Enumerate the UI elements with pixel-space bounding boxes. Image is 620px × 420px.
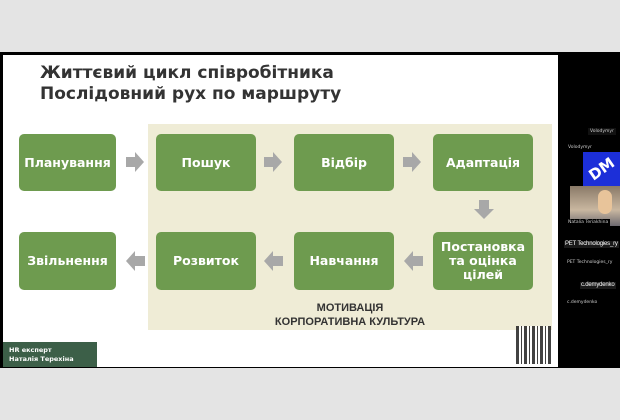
- participant-name: Natalia Teriakhina: [566, 219, 611, 226]
- dm-logo-icon: DM: [585, 153, 618, 185]
- slide-title: Життєвий цикл співробітника: [40, 63, 334, 83]
- step-dismissal: Звільнення: [19, 232, 116, 290]
- participant-face: [598, 190, 612, 214]
- author-name: Наталія Терехіна: [9, 355, 74, 363]
- participant-logo-tile[interactable]: DM: [583, 152, 620, 186]
- qr-code: [516, 326, 551, 364]
- step-search: Пошук: [156, 134, 256, 191]
- participant-tag: Volodymyr: [588, 128, 616, 135]
- step-training: Навчання: [294, 232, 394, 290]
- author-badge: HR експерт Наталія Терехіна: [3, 342, 97, 367]
- step-development: Розвиток: [156, 232, 256, 290]
- author-role: HR експерт: [9, 346, 52, 354]
- participant-name[interactable]: PET Technologies_ry: [567, 260, 613, 265]
- corporate-culture-label: КОРПОРАТИВНА КУЛЬТУРА: [274, 316, 426, 328]
- step-planning: Планування: [19, 134, 116, 191]
- step-selection: Відбір: [294, 134, 394, 191]
- slide-subtitle: Послідовний рух по маршруту: [40, 84, 342, 104]
- participant-name[interactable]: Volodymyr: [568, 145, 592, 150]
- step-goal-setting: Постановка та оцінка цілей: [433, 232, 533, 290]
- step-adaptation: Адаптація: [433, 134, 533, 191]
- participant-name[interactable]: c.demydenko: [567, 300, 598, 305]
- motivation-label: МОТИВАЦІЯ: [316, 302, 384, 314]
- participant-tag: c.demydenko: [580, 282, 616, 289]
- participant-tag: PET Technologies_ry: [564, 241, 619, 248]
